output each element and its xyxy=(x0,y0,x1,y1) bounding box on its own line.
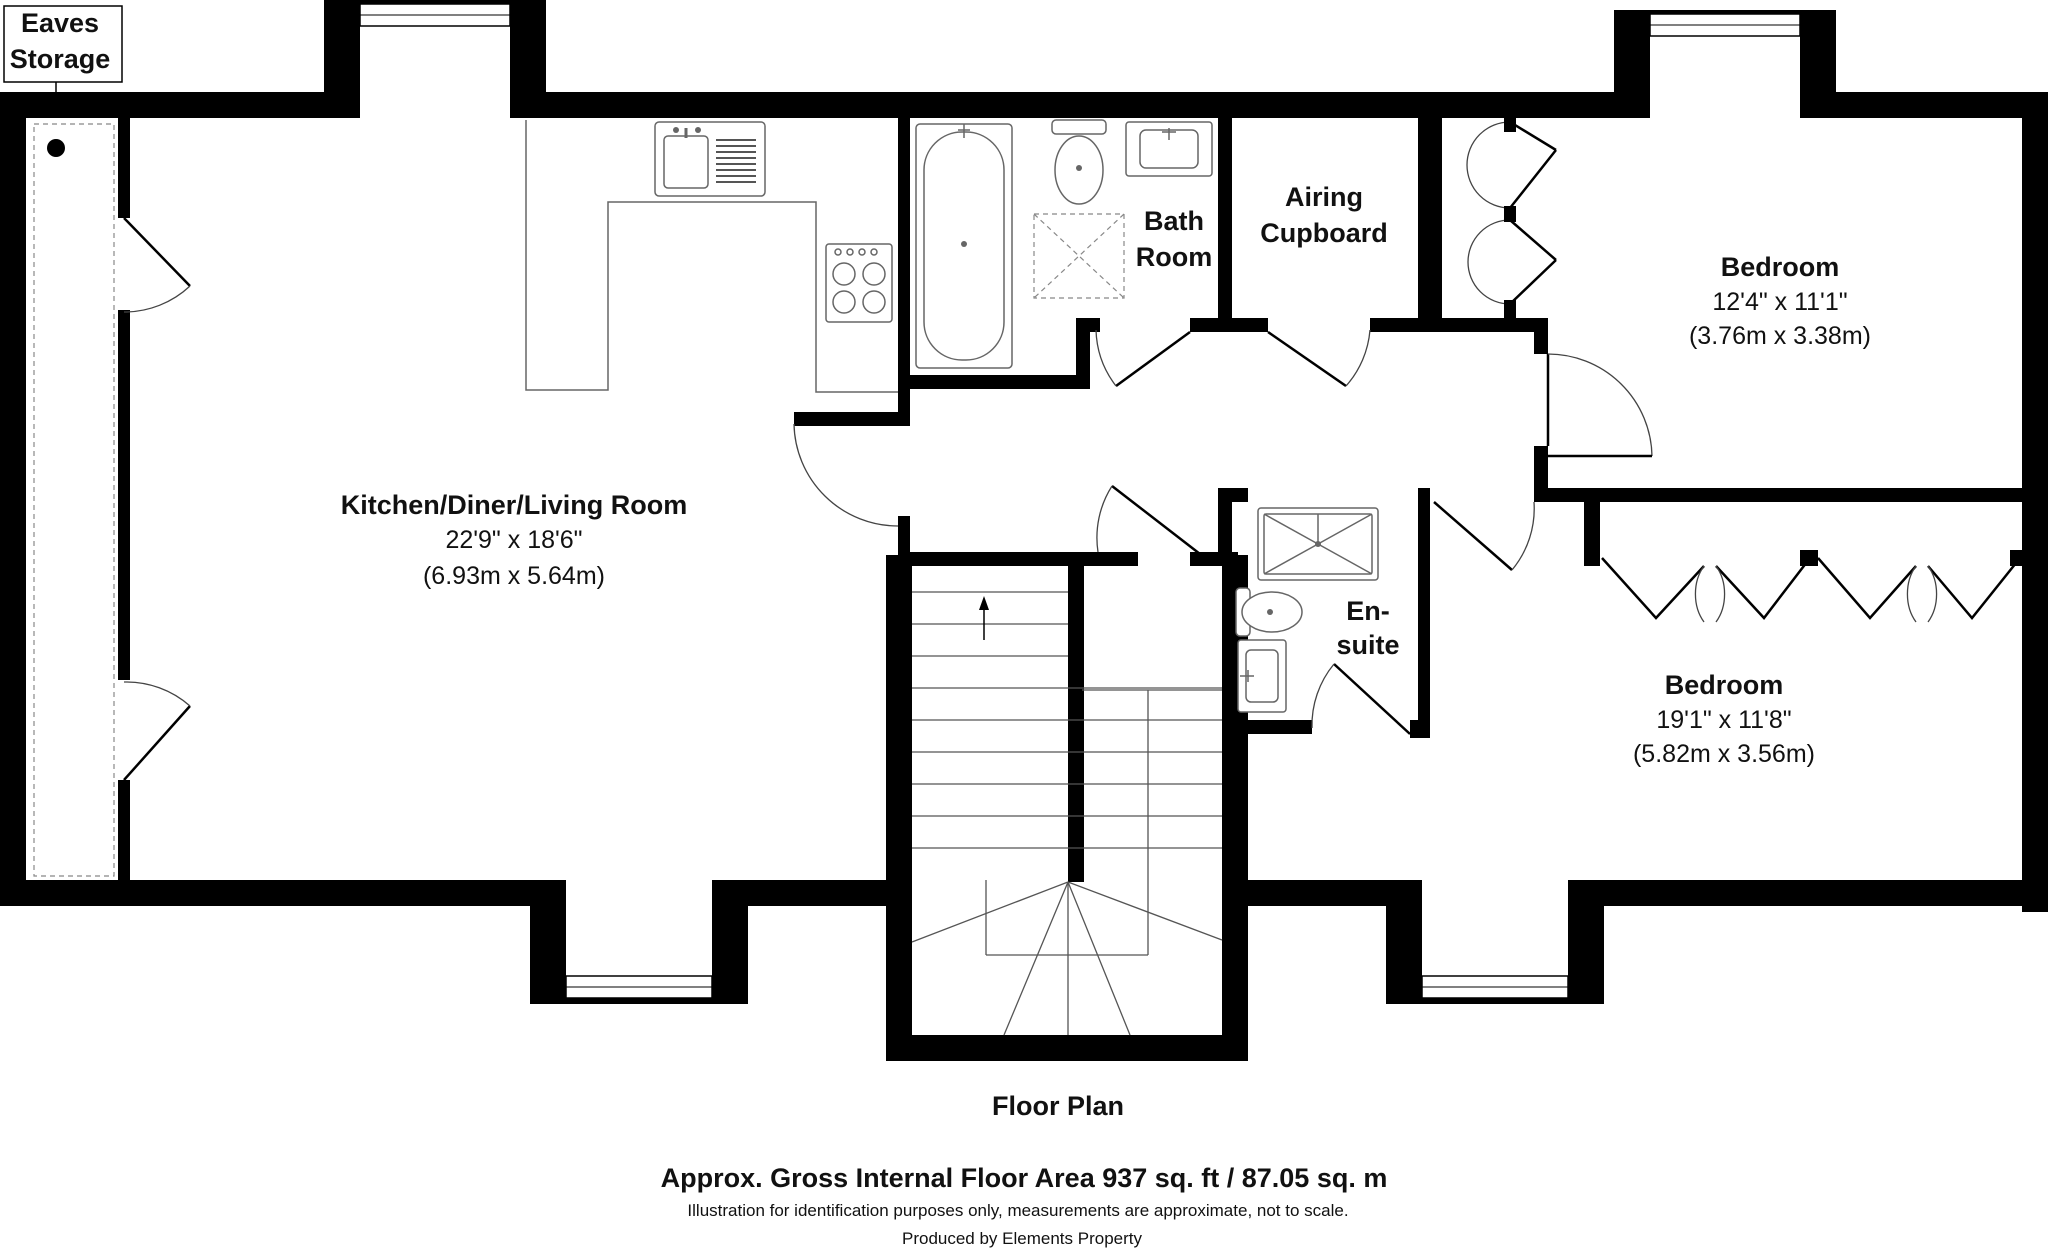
bedroom2-imperial: 19'1" x 11'8" xyxy=(1656,706,1791,734)
hall-doors xyxy=(1096,485,1535,571)
bedroom2-name: Bedroom xyxy=(1665,670,1784,700)
kitchen-door xyxy=(793,422,899,527)
bathroom-door xyxy=(1095,329,1191,388)
walls xyxy=(0,0,2048,1061)
stairs xyxy=(911,566,1223,1036)
shower-icon xyxy=(1257,507,1379,581)
bathroom-label-line1: Bath xyxy=(1144,206,1204,236)
kitchen-units xyxy=(525,120,898,393)
hob-icon xyxy=(825,243,893,323)
eaves-storage: Eaves Storage xyxy=(3,5,123,877)
stairs-arrow-icon xyxy=(979,596,989,640)
bedroom2-metric: (5.82m x 3.56m) xyxy=(1633,740,1815,768)
kitchen-imperial: 22'9" x 18'6" xyxy=(445,526,582,554)
bedroom1-metric: (3.76m x 3.38m) xyxy=(1689,322,1871,350)
sink-icon xyxy=(654,121,766,197)
produced-by: Produced by Elements Property xyxy=(902,1229,1143,1248)
vent-icon xyxy=(47,139,65,157)
toilet-icon xyxy=(1051,119,1107,205)
airing-cupboard: Airing Cupboard xyxy=(1260,182,1388,388)
floor-area: Approx. Gross Internal Floor Area 937 sq… xyxy=(661,1163,1388,1193)
bedroom1-imperial: 12'4" x 11'1" xyxy=(1712,288,1847,316)
kitchen-label: Kitchen/Diner/Living Room 22'9" x 18'6" … xyxy=(341,490,688,590)
bathroom-fixtures: Bath Room xyxy=(915,119,1213,369)
bathroom-label-line2: Room xyxy=(1136,242,1213,272)
bedroom-2: Bedroom 19'1" x 11'8" (5.82m x 3.56m) xyxy=(1601,557,2021,768)
ensuite: En- suite xyxy=(1235,507,1411,735)
disclaimer: Illustration for identification purposes… xyxy=(687,1201,1348,1220)
eaves-label-line1: Eaves xyxy=(21,8,99,38)
sink-icon xyxy=(1237,639,1287,713)
bath-icon xyxy=(915,123,1013,369)
toilet-icon xyxy=(1235,587,1303,637)
sink-icon xyxy=(1125,121,1213,177)
footer: Floor Plan Approx. Gross Internal Floor … xyxy=(661,1091,1388,1248)
kitchen-metric: (6.93m x 5.64m) xyxy=(423,562,605,590)
airing-label-line2: Cupboard xyxy=(1260,218,1388,248)
shower-icon xyxy=(1033,213,1125,299)
eaves-doors xyxy=(123,217,191,781)
ensuite-label-line2: suite xyxy=(1336,630,1399,660)
kitchen-name: Kitchen/Diner/Living Room xyxy=(341,490,688,520)
windows xyxy=(359,3,1801,999)
airing-label-line1: Airing xyxy=(1285,182,1363,212)
plan-title: Floor Plan xyxy=(992,1091,1124,1121)
bedroom-1: Bedroom 12'4" x 11'1" (3.76m x 3.38m) xyxy=(1466,118,1871,458)
ensuite-label-line1: En- xyxy=(1346,596,1390,626)
eaves-label-line2: Storage xyxy=(10,44,111,74)
bedroom1-name: Bedroom xyxy=(1721,252,1840,282)
